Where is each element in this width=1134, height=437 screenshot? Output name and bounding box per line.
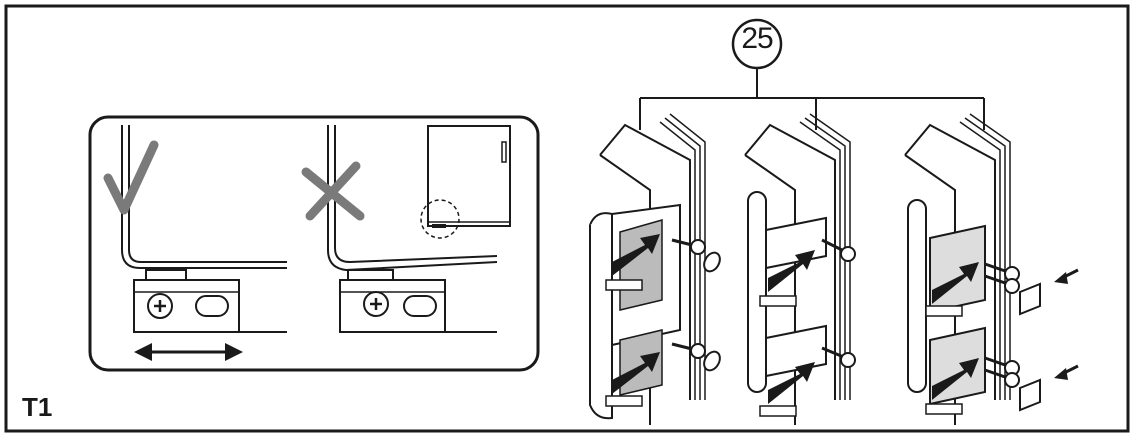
check-mark: [103, 140, 159, 215]
reference-number: 25: [741, 22, 773, 55]
reference-bracket: [639, 18, 985, 130]
alignment-panel-frame: [88, 115, 540, 372]
insert-arrow: [1054, 268, 1079, 380]
alignment-panel: [88, 115, 540, 372]
push-arrow: [759, 250, 815, 417]
handle-variant-capped: [904, 113, 1079, 425]
screw: [821, 238, 856, 368]
screw: [984, 262, 1020, 388]
handle-variant-bar: [744, 113, 856, 425]
adjust-double-arrow: [134, 343, 243, 361]
correct-alignment: [103, 125, 287, 361]
appliance-thumbnail: [420, 125, 511, 239]
incorrect-alignment: [301, 125, 498, 333]
cover-cap: [1019, 282, 1041, 412]
push-arrow: [925, 262, 979, 415]
outer-frame: [4, 4, 1130, 433]
handle-variant-curved: [589, 113, 721, 425]
cross-mark: [301, 161, 365, 221]
push-arrow: [605, 234, 660, 407]
screw: [671, 238, 706, 359]
figure-label: T1: [22, 392, 53, 422]
